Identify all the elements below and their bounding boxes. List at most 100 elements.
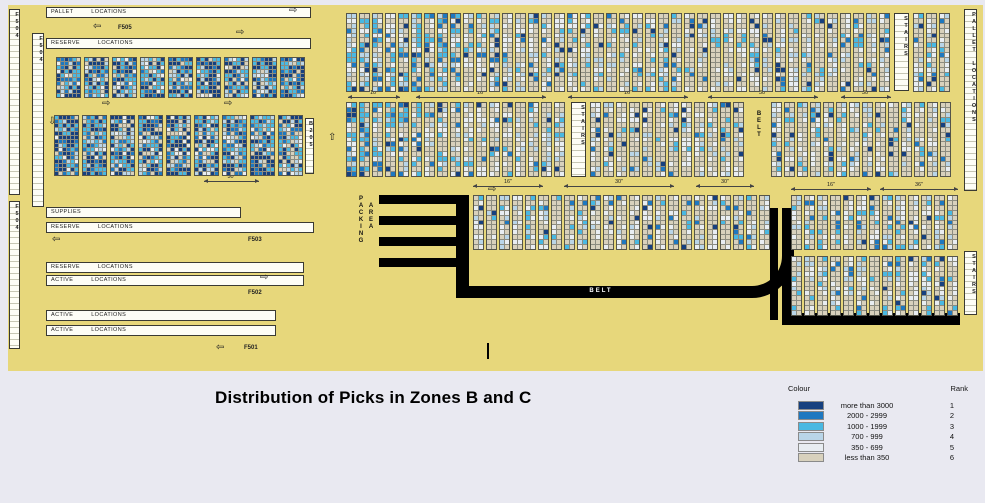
rack-cell (726, 245, 730, 249)
rack-column (817, 195, 828, 250)
rack-cell (726, 117, 730, 122)
rack-cell (661, 152, 665, 157)
rack-cell (293, 90, 296, 93)
rack-cell (451, 53, 455, 57)
rack-cell (829, 117, 833, 122)
rack-cell (816, 142, 820, 147)
rack-column (771, 102, 782, 177)
rack-cell (169, 78, 172, 81)
rack-cell (805, 257, 809, 261)
rack-cell (560, 43, 564, 48)
rack-cell (167, 144, 170, 147)
rack-cell (123, 172, 126, 175)
rack-cell (909, 205, 913, 210)
rack-cell (293, 78, 296, 81)
rack-cell (225, 74, 228, 77)
rack-cell (617, 230, 621, 235)
rack-cell (534, 107, 538, 112)
rack-cell (542, 28, 546, 33)
rack-cell (896, 200, 900, 205)
rack-cell (792, 230, 796, 235)
rack-cell (914, 311, 918, 315)
rack-cell (121, 82, 124, 85)
rack-cell (487, 230, 491, 235)
rack-cell (927, 230, 931, 235)
rack-cell (844, 291, 848, 296)
rack-cell (477, 82, 481, 87)
rack-cell (99, 144, 102, 147)
rack-cell (542, 103, 546, 107)
rack-cell (430, 53, 434, 57)
rack-cell (155, 156, 158, 159)
rack-cell (708, 225, 712, 230)
rack-cell (185, 78, 188, 81)
rack-cell (927, 220, 931, 225)
rack-cell (87, 144, 90, 147)
rack-cell (850, 142, 854, 147)
rack-cell (71, 116, 74, 119)
rack-cell (633, 57, 637, 62)
rack-cell (177, 66, 180, 69)
rack-cell (829, 112, 833, 117)
rack-cell (229, 78, 232, 81)
rack-cell (443, 103, 447, 107)
rack-cell (599, 57, 603, 62)
rack-column (749, 13, 760, 92)
rack-column (720, 102, 731, 177)
rack-cell (157, 70, 160, 73)
rack-cell (456, 117, 460, 122)
rack-cell (360, 82, 364, 87)
rack-cell (147, 116, 150, 119)
rack-cell (828, 82, 832, 87)
rack-cell (894, 162, 898, 167)
rack-cell (802, 28, 806, 33)
rack-cell (526, 235, 530, 240)
rack-cell (872, 28, 876, 33)
rack-cell (469, 117, 473, 122)
rack-cell (841, 48, 845, 52)
rack-cell (209, 94, 212, 97)
rack-cell (425, 107, 429, 112)
rack-cell (625, 82, 629, 87)
rack-cell (490, 57, 494, 62)
rack-cell (862, 205, 866, 210)
rack-cell (477, 77, 481, 82)
rack-cell (792, 311, 796, 315)
rack-cell (661, 240, 665, 245)
rack-column (486, 195, 497, 250)
rack-cell (474, 245, 478, 249)
rack-cell (360, 48, 364, 52)
rack-cell (583, 225, 587, 230)
rack-cell (909, 301, 913, 306)
rack-cell (854, 48, 858, 52)
rack-column (681, 102, 692, 177)
rack-cell (932, 28, 936, 33)
rack-cell (404, 87, 408, 91)
rack-cell (177, 70, 180, 73)
rack-cell (695, 167, 699, 172)
rack-cell (69, 86, 72, 89)
rack-column (801, 13, 812, 92)
rack-cell (443, 18, 447, 23)
rack-cell (854, 33, 858, 38)
rack-cell (922, 220, 926, 225)
rack-cell (646, 23, 650, 28)
rack-cell (609, 235, 613, 240)
rack-cell (430, 18, 434, 23)
rack-cell (430, 82, 434, 87)
rack-cell (534, 147, 538, 152)
rack-cell (365, 77, 369, 82)
rack-cell (617, 167, 621, 172)
rack-cell (919, 62, 923, 67)
rack-column (797, 102, 808, 177)
rack-cell (810, 311, 814, 315)
rack-cell (63, 160, 66, 163)
rack-cell (386, 117, 390, 122)
rack-cell (417, 172, 421, 176)
rack-cell (797, 220, 801, 225)
rack-cell (297, 62, 300, 65)
rack-cell (443, 132, 447, 137)
rack-cell (141, 82, 144, 85)
rack-cell (651, 33, 655, 38)
rack-cell (888, 281, 892, 286)
